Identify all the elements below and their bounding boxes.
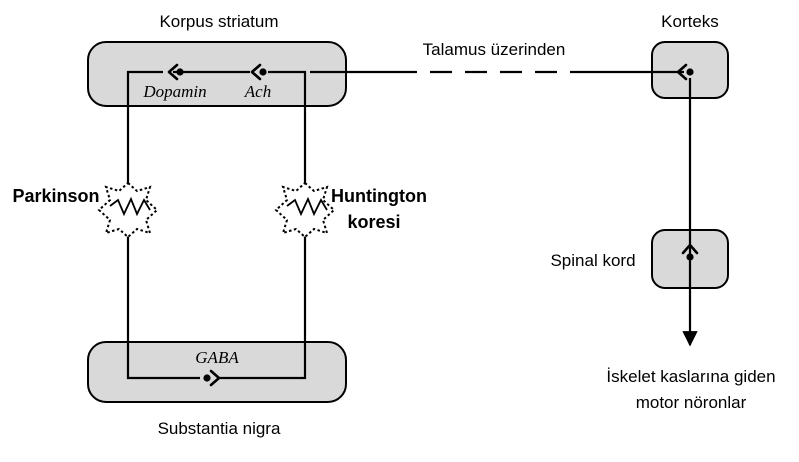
gaba-label: GABA <box>195 348 239 367</box>
huntington-label-line1: Huntington <box>331 186 427 206</box>
spinal-synapse-icon <box>681 243 699 261</box>
parkinson-label: Parkinson <box>12 186 99 206</box>
spinal-cord-label: Spinal kord <box>550 251 635 270</box>
ach-synapse-icon <box>250 63 267 81</box>
cortex-synapse-icon <box>676 63 694 81</box>
corpus-striatum-box <box>87 41 347 107</box>
motor-neurons-label-line1: İskelet kaslarına giden <box>606 367 775 386</box>
parkinson-lesion-icon <box>97 181 159 239</box>
corpus-striatum-label: Korpus striatum <box>159 12 278 31</box>
dopamine-synapse-icon <box>167 63 184 81</box>
huntington-label-line2: koresi <box>347 212 400 232</box>
huntington-lesion-icon <box>274 181 336 239</box>
motor-neurons-label-line2: motor nöronlar <box>636 393 747 412</box>
substantia-nigra-box <box>87 341 347 403</box>
ach-label: Ach <box>244 82 271 101</box>
substantia-nigra-label: Substantia nigra <box>158 419 281 438</box>
thalamus-path-label: Talamus üzerinden <box>423 40 566 59</box>
gaba-synapse-icon <box>203 369 221 387</box>
cortex-label: Korteks <box>661 12 719 31</box>
dopamine-label: Dopamin <box>142 82 206 101</box>
